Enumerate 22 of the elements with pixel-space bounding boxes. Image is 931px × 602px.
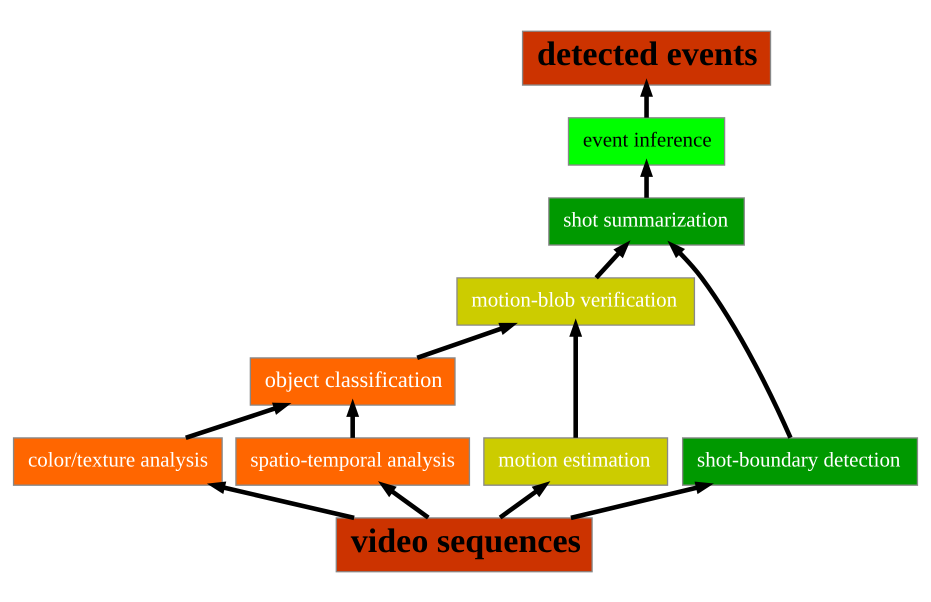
node-box: shot-boundary detection [682, 436, 918, 486]
arrow [667, 240, 793, 438]
arrow [570, 481, 714, 520]
node-box: motion estimation [483, 436, 668, 486]
arrow [378, 480, 430, 519]
node-box: spatio-temporal analysis [235, 436, 470, 486]
arrow [498, 480, 550, 519]
node-box: object classification [250, 356, 456, 406]
arrow [185, 402, 292, 440]
arrow [569, 318, 582, 438]
arrow [416, 322, 518, 360]
node-box: color/texture analysis [12, 436, 223, 486]
node-box: shot summarization [548, 196, 745, 246]
arrow [594, 240, 631, 279]
node-box: video sequences [336, 516, 593, 572]
arrow [346, 398, 360, 438]
arrow [640, 78, 653, 118]
arrow [640, 158, 653, 198]
node-box: event inference [568, 116, 726, 166]
node-box: detected events [522, 30, 772, 86]
node-box: motion-blob verification [456, 276, 696, 326]
arrow [206, 481, 355, 520]
